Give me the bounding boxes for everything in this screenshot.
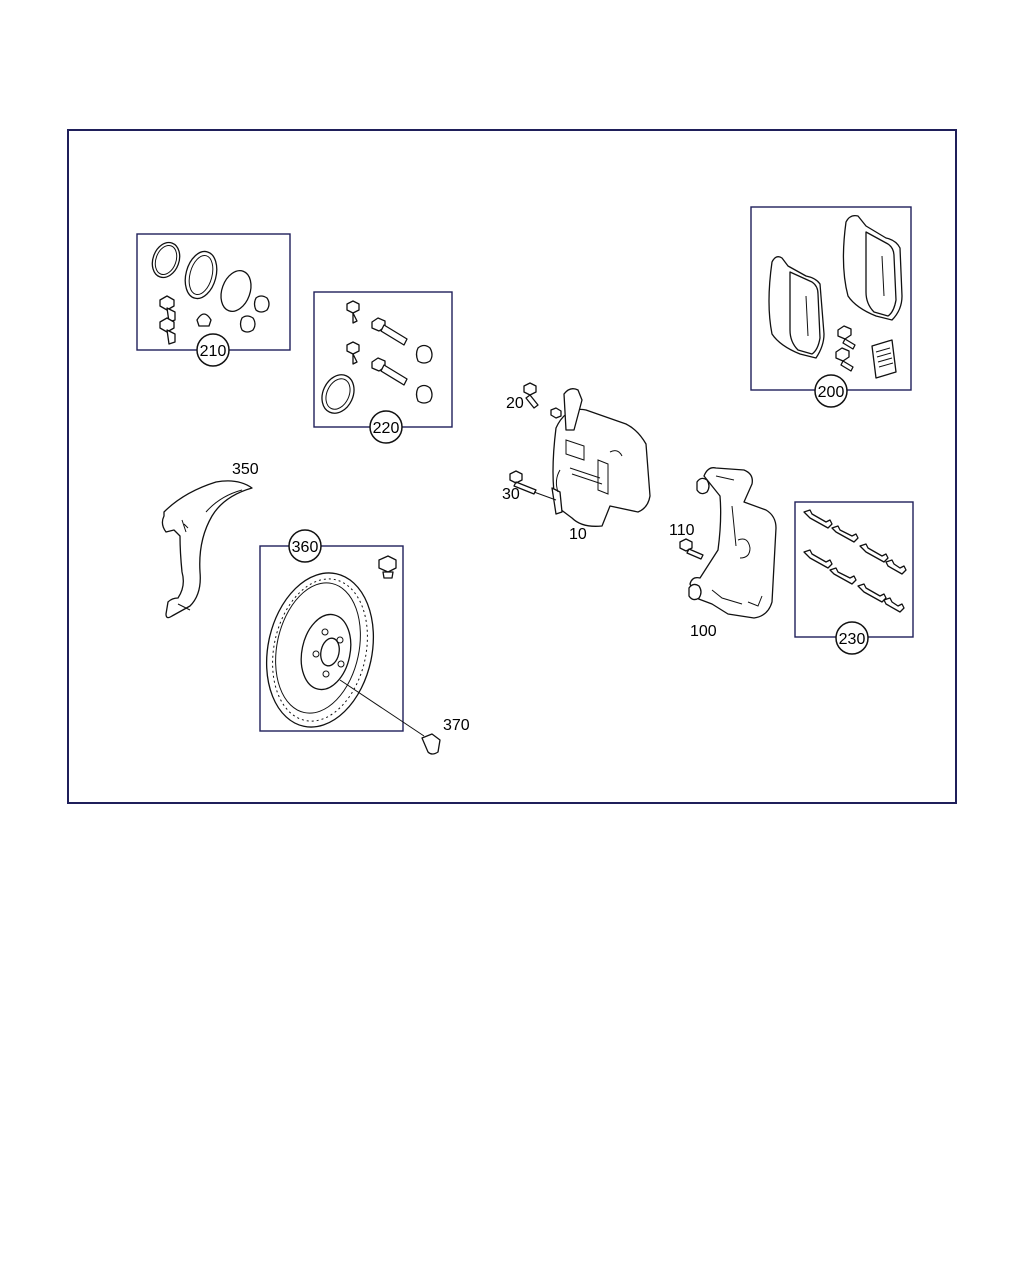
carrier-drawing [689,467,777,619]
kit-200-group[interactable]: 200 [750,206,912,408]
kit-220-bubble [369,410,403,444]
kit-230-group[interactable]: 230 [794,501,914,655]
seal-rings-drawing [151,241,270,345]
kit-360-label: 360 [292,539,319,556]
kit-230-label: 230 [839,631,866,648]
callout-30-label: 30 [502,486,520,503]
kit-360-group[interactable]: 360 [253,529,404,737]
kit-210-label: 210 [200,343,227,360]
kit-210-group[interactable]: 210 [136,233,291,367]
brake-pads-drawing [768,214,903,379]
bolt-20-secondary-drawing [550,407,562,419]
dust-shield-350[interactable]: 350 [161,461,259,619]
dust-shield-drawing [161,480,253,619]
caliper-bolt-20[interactable]: 20 [506,382,562,419]
carrier-bolt-upper [696,477,710,495]
kit-220-group[interactable]: 220 [313,291,453,444]
kit-220-label: 220 [373,420,400,437]
callout-20-label: 20 [506,395,524,412]
caliper-bolt-30[interactable]: 30 [502,470,557,503]
callout-350-label: 350 [232,461,259,478]
callout-100-label: 100 [690,623,717,640]
brake-caliper-10[interactable]: 10 [551,388,651,543]
kit-200-label: 200 [818,384,845,401]
disc-screw-370[interactable]: 370 [339,679,470,755]
guide-pins-drawing [321,300,433,414]
callout-110-label: 110 [669,522,695,539]
kit-360-bubble [288,529,322,563]
bolt-110-drawing [679,538,704,560]
bolt-30-drawing [509,470,537,495]
kit-230-bubble [835,621,869,655]
disc-screw-drawing [421,733,441,755]
callout-10-label: 10 [569,526,587,543]
callout-370-leader [339,679,425,737]
bolt-20-drawing [523,382,539,409]
callout-370-label: 370 [443,717,470,734]
dust-shield-detail [177,489,243,611]
carrier-bolt-lower [688,583,702,601]
caliper-carrier-100[interactable]: 100 [688,467,777,640]
caliper-detail [555,439,623,495]
pad-clips-drawing [803,509,907,613]
callout-30-leader [533,491,557,501]
brake-disc-drawing [265,555,397,728]
kit-360-box [259,545,404,732]
diagram-frame [67,129,957,804]
carrier-bolt-110[interactable]: 110 [669,522,704,560]
kit-200-bubble [814,374,848,408]
carrier-detail [711,475,763,607]
kit-210-bubble [196,333,230,367]
